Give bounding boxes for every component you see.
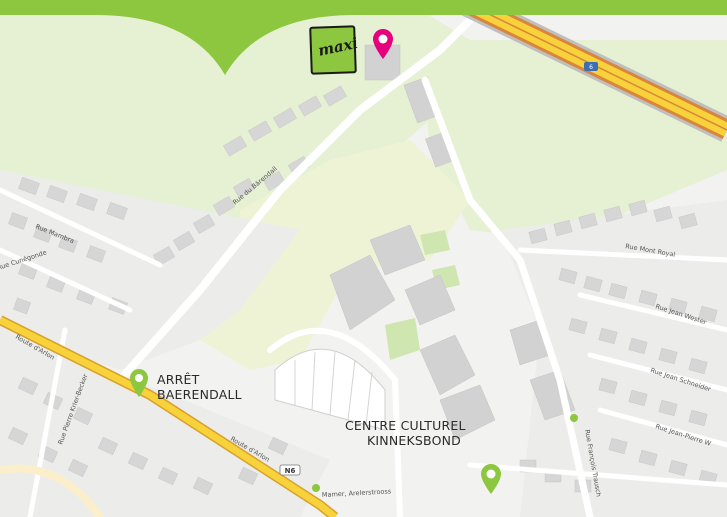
southwest-road [0, 464, 104, 517]
shield-n6: N6 [279, 464, 301, 476]
park-patch-1 [420, 230, 450, 255]
rue-francois-trausch-road [421, 76, 594, 517]
rue-jean-wester-road [577, 292, 727, 333]
green-pin-icon[interactable] [480, 463, 502, 495]
top-banner [0, 0, 727, 75]
rue-jean-pierre-road [597, 407, 727, 448]
buildings-east [519, 199, 718, 493]
maxi-logo[interactable]: maxi [309, 25, 360, 75]
ring-road [267, 327, 403, 517]
shield-a6: 6 [584, 62, 598, 71]
green-pin-icon[interactable] [129, 368, 149, 398]
parking-lot [274, 348, 386, 431]
poi-arret-baerendall-line2: BAERENDALL [157, 387, 242, 402]
bus-stop-icon [570, 414, 578, 422]
rue-mambra-road [0, 187, 163, 268]
rue-cunegonde-road [0, 247, 133, 313]
roads [0, 16, 727, 517]
poi-centre-culturel[interactable]: CENTRE CULTUREL KINNEKSBOND [345, 418, 466, 448]
maxi-logo-text: maxi [316, 33, 360, 60]
park-patch-2 [385, 318, 420, 360]
poi-centre-culturel-line2: KINNEKSBOND [367, 433, 461, 448]
rue-jean-schneider-road [587, 352, 727, 393]
park-area [200, 140, 470, 370]
svg-text:6: 6 [589, 64, 593, 71]
south-street [467, 462, 727, 488]
poi-arret-baerendall-line1: ARRÊT [157, 372, 200, 387]
poi-arret-baerendall[interactable]: ARRÊT BAERENDALL [157, 372, 242, 402]
buildings-south [7, 376, 289, 496]
rue-du-baerendall-road [116, 16, 474, 384]
rue-pierre-krier-becker-road [27, 327, 68, 517]
svg-text:N6: N6 [285, 467, 296, 475]
poi-centre-culturel-line1: CENTRE CULTUREL [345, 418, 466, 433]
bus-stop-icon [312, 484, 320, 492]
rue-mont-royal-road [517, 247, 727, 263]
buildings-central [329, 44, 576, 441]
pink-pin-icon[interactable] [372, 28, 394, 60]
route-darlon-road [0, 315, 339, 517]
residential-west [0, 170, 300, 370]
road-label-stop: Mamer, Arelerstrooss [322, 487, 392, 499]
